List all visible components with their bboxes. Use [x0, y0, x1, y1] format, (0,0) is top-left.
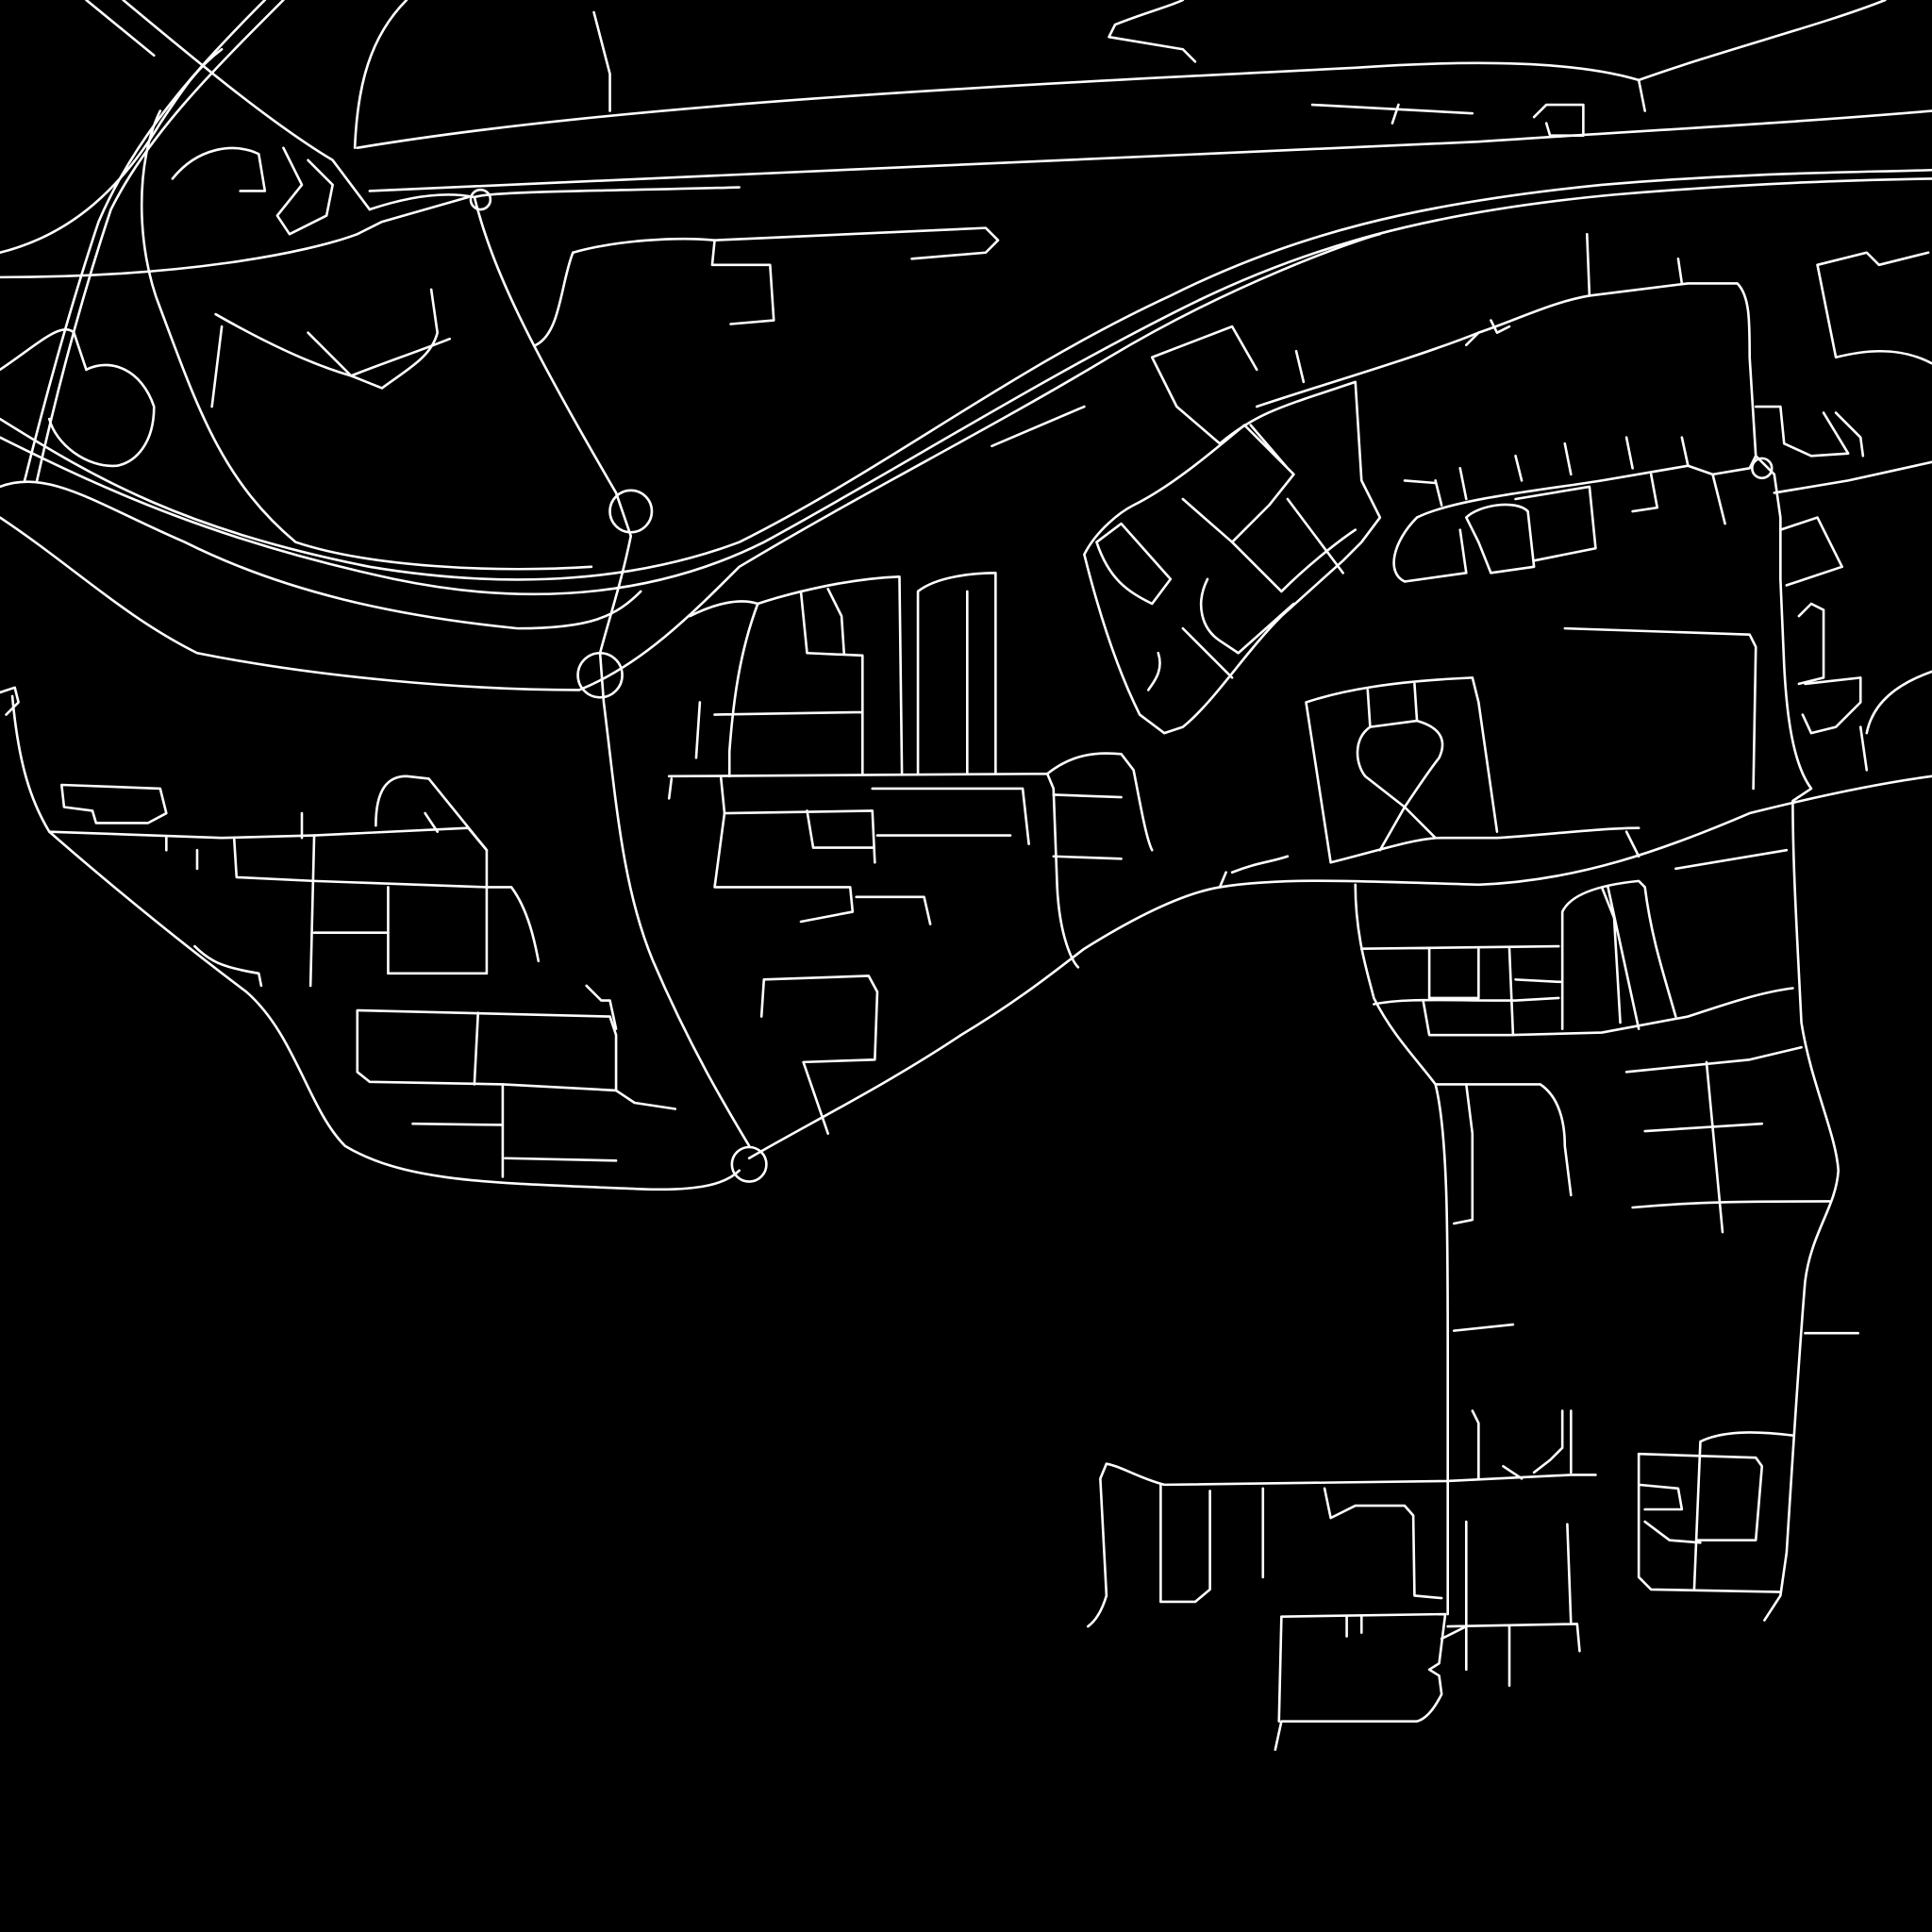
road-central-2: [689, 575, 904, 775]
road-main-se: [747, 774, 1932, 1160]
road-network: [0, 0, 1932, 1751]
road-ring-west: [47, 363, 156, 468]
road-far-east-1: [1754, 405, 1865, 458]
road-ramp-nw-3: [85, 0, 156, 58]
road-ce-grid-3: [1514, 879, 1677, 1030]
road-highway-diag-2: [0, 177, 1932, 596]
road-central-6: [723, 787, 1030, 864]
road-west-grid-5: [165, 811, 439, 988]
road-main-se-3: [1218, 871, 1227, 889]
road-north-service: [1310, 103, 1585, 137]
road-north-ns: [1637, 78, 1646, 112]
road-se-4: [1452, 1323, 1859, 1335]
roundabout-1: [608, 489, 654, 534]
road-west-loop: [0, 480, 642, 630]
road-nw-inner-2: [275, 146, 334, 236]
road-ce-grid-1: [1359, 944, 1560, 1037]
road-far-east-ns: [1754, 454, 1840, 1622]
road-central-5: [713, 774, 932, 925]
road-nw-inner: [171, 146, 267, 192]
road-north-stub: [592, 10, 611, 112]
road-east-ring-3: [1514, 473, 1726, 562]
road-far-east-3: [1816, 251, 1932, 365]
road-south-1: [1087, 1462, 1108, 1628]
road-industrial-strip: [572, 226, 1000, 260]
roundabout-4: [730, 1145, 768, 1183]
road-west-grid-3: [308, 774, 489, 988]
road-industrial-strip-3: [534, 251, 575, 347]
road-central-3: [713, 590, 864, 778]
road-se-1: [1434, 1083, 1573, 1197]
road-west-loop-2: [140, 109, 593, 571]
road-far-east-5: [1858, 670, 1932, 772]
road-west-block-2: [411, 984, 677, 1178]
road-se-5: [1637, 1431, 1794, 1591]
road-east-loop-4: [1199, 577, 1295, 655]
road-central-8: [1045, 752, 1154, 860]
road-south-3: [1471, 1409, 1573, 1480]
road-main-se-2: [1230, 855, 1290, 874]
road-ce-top: [1563, 626, 1757, 791]
road-south-main: [1105, 1462, 1597, 1487]
road-highway-north-2: [368, 109, 1932, 192]
road-west-curve: [0, 195, 470, 279]
road-ce-block: [1305, 676, 1641, 864]
roundabout-2: [576, 651, 624, 699]
road-ce-grid-2: [1422, 987, 1794, 1037]
road-south-4: [1440, 1520, 1581, 1688]
road-east-ring-5: [1464, 232, 1684, 347]
road-ramp-nw-1: [35, 0, 285, 482]
road-east-loop: [1083, 325, 1382, 735]
road-ce-grid-4: [1624, 830, 1789, 871]
road-ramp-nw-4: [122, 0, 372, 211]
road-ce-teardrop: [1356, 682, 1444, 852]
road-east-loop-3: [1095, 497, 1357, 679]
road-east-loop-2: [1132, 424, 1295, 543]
road-central-7: [667, 701, 879, 1135]
road-highway-north: [356, 0, 1887, 150]
road-ce-south: [1354, 883, 1449, 1616]
road-se-6: [1637, 1452, 1782, 1593]
road-east-ring-2: [1392, 503, 1536, 583]
road-north-stub-2: [353, 0, 408, 150]
road-west-grid-4: [60, 783, 168, 824]
road-east-ring-4: [1403, 436, 1690, 507]
road-nw-4: [307, 288, 439, 390]
road-west-block: [356, 1008, 618, 1092]
road-industrial-strip-2: [710, 239, 775, 325]
road-east-stubs: [991, 349, 1306, 448]
roundabout-3: [469, 188, 492, 211]
road-west-grid-2: [232, 836, 541, 963]
road-ring-west-2: [0, 327, 88, 372]
roundabout-5: [1750, 457, 1774, 480]
road-north-east-stub: [1108, 0, 1197, 63]
road-south-2: [1159, 1483, 1443, 1604]
road-far-east-2: [1773, 460, 1932, 587]
road-east-loop-5: [1147, 651, 1161, 691]
road-south-6: [1345, 1615, 1363, 1638]
road-central-1: [667, 772, 1080, 969]
road-east-ring: [1255, 282, 1757, 519]
road-se-2: [1452, 1083, 1474, 1225]
road-south-5: [1274, 1612, 1447, 1751]
road-nw-5: [210, 325, 224, 408]
road-highway-diag-1: [0, 168, 1932, 581]
road-nw-block: [368, 186, 741, 211]
road-central-4: [826, 572, 997, 775]
road-se-3: [1624, 1045, 1831, 1234]
road-far-east-4: [1797, 602, 1862, 735]
road-west-stub: [0, 686, 20, 716]
road-highway-diag-3: [0, 232, 1382, 691]
road-central-ns: [473, 195, 751, 1147]
